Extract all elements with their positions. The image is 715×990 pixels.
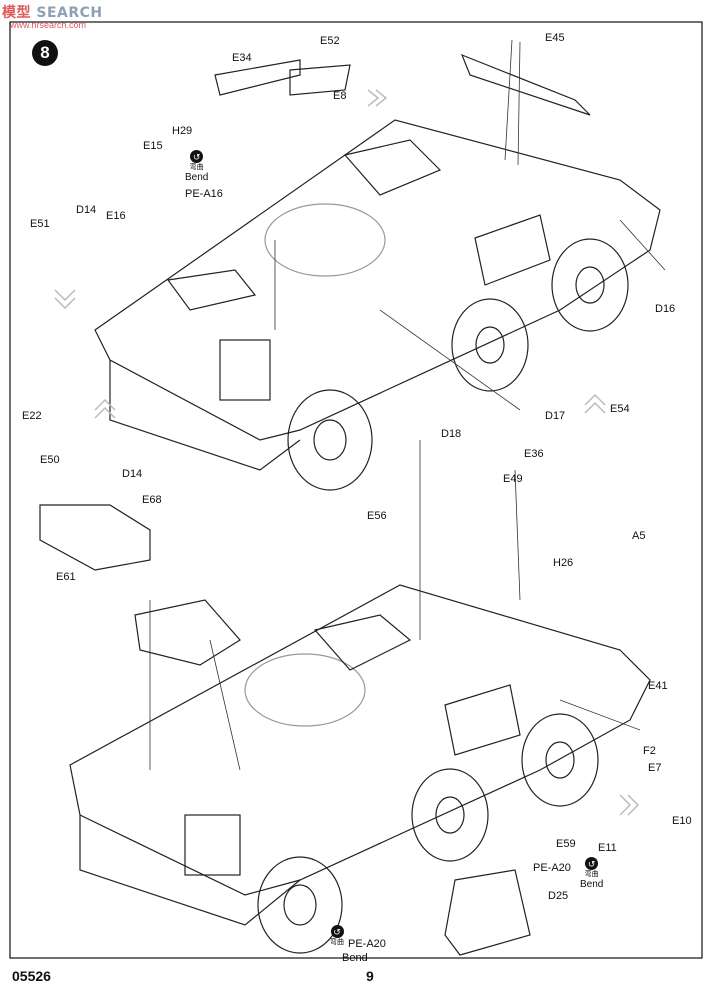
bend-note-3: ↺弯曲 (330, 925, 344, 946)
label-e56: E56 (367, 510, 387, 522)
label-bend-3: Bend (342, 952, 368, 964)
label-e36: E36 (524, 448, 544, 460)
label-e61: E61 (56, 571, 76, 583)
label-h26: H26 (553, 557, 574, 569)
label-e54: E54 (610, 403, 630, 415)
label-a5: A5 (632, 530, 646, 542)
label-d14-upper: D14 (76, 204, 97, 216)
label-e59: E59 (556, 838, 576, 850)
label-e68: E68 (142, 494, 162, 506)
label-e52: E52 (320, 35, 340, 47)
watermark: 模型 SEARCH (2, 5, 103, 21)
lower-hull (39, 504, 651, 956)
label-e22: E22 (22, 410, 42, 422)
label-e16: E16 (106, 210, 126, 222)
label-e49: E49 (503, 473, 523, 485)
label-e45: E45 (545, 32, 565, 44)
label-h29: H29 (172, 125, 193, 137)
upper-hull (94, 53, 661, 491)
label-f2: F2 (643, 745, 656, 757)
label-e15: E15 (143, 140, 163, 152)
label-d18: D18 (441, 428, 462, 440)
kit-code: 05526 (12, 968, 51, 984)
label-pe-a20-right: PE-A20 (533, 862, 571, 874)
label-e50: E50 (40, 454, 60, 466)
bend-icon: ↺ (585, 857, 599, 870)
label-e34: E34 (232, 52, 252, 64)
label-d17: D17 (545, 410, 566, 422)
label-e51: E51 (30, 218, 50, 230)
label-d14-lower: D14 (122, 468, 143, 480)
page-number: 9 (366, 968, 374, 984)
label-e10: E10 (672, 815, 692, 827)
watermark-url: www.hrsearch.com (10, 20, 87, 30)
label-e11: E11 (598, 842, 617, 854)
label-d25: D25 (548, 890, 569, 902)
bend-icon: ↺ (330, 925, 344, 938)
label-e8: E8 (333, 90, 347, 102)
label-e41: E41 (648, 680, 668, 692)
label-pe-a20-bottom: PE-A20 (348, 938, 386, 950)
bend-icon: ↺ (190, 150, 204, 163)
label-pe-a16: PE-A16 (185, 188, 223, 200)
label-e7: E7 (648, 762, 662, 774)
step-number-badge: 8 (32, 40, 58, 66)
label-d16: D16 (655, 303, 676, 315)
